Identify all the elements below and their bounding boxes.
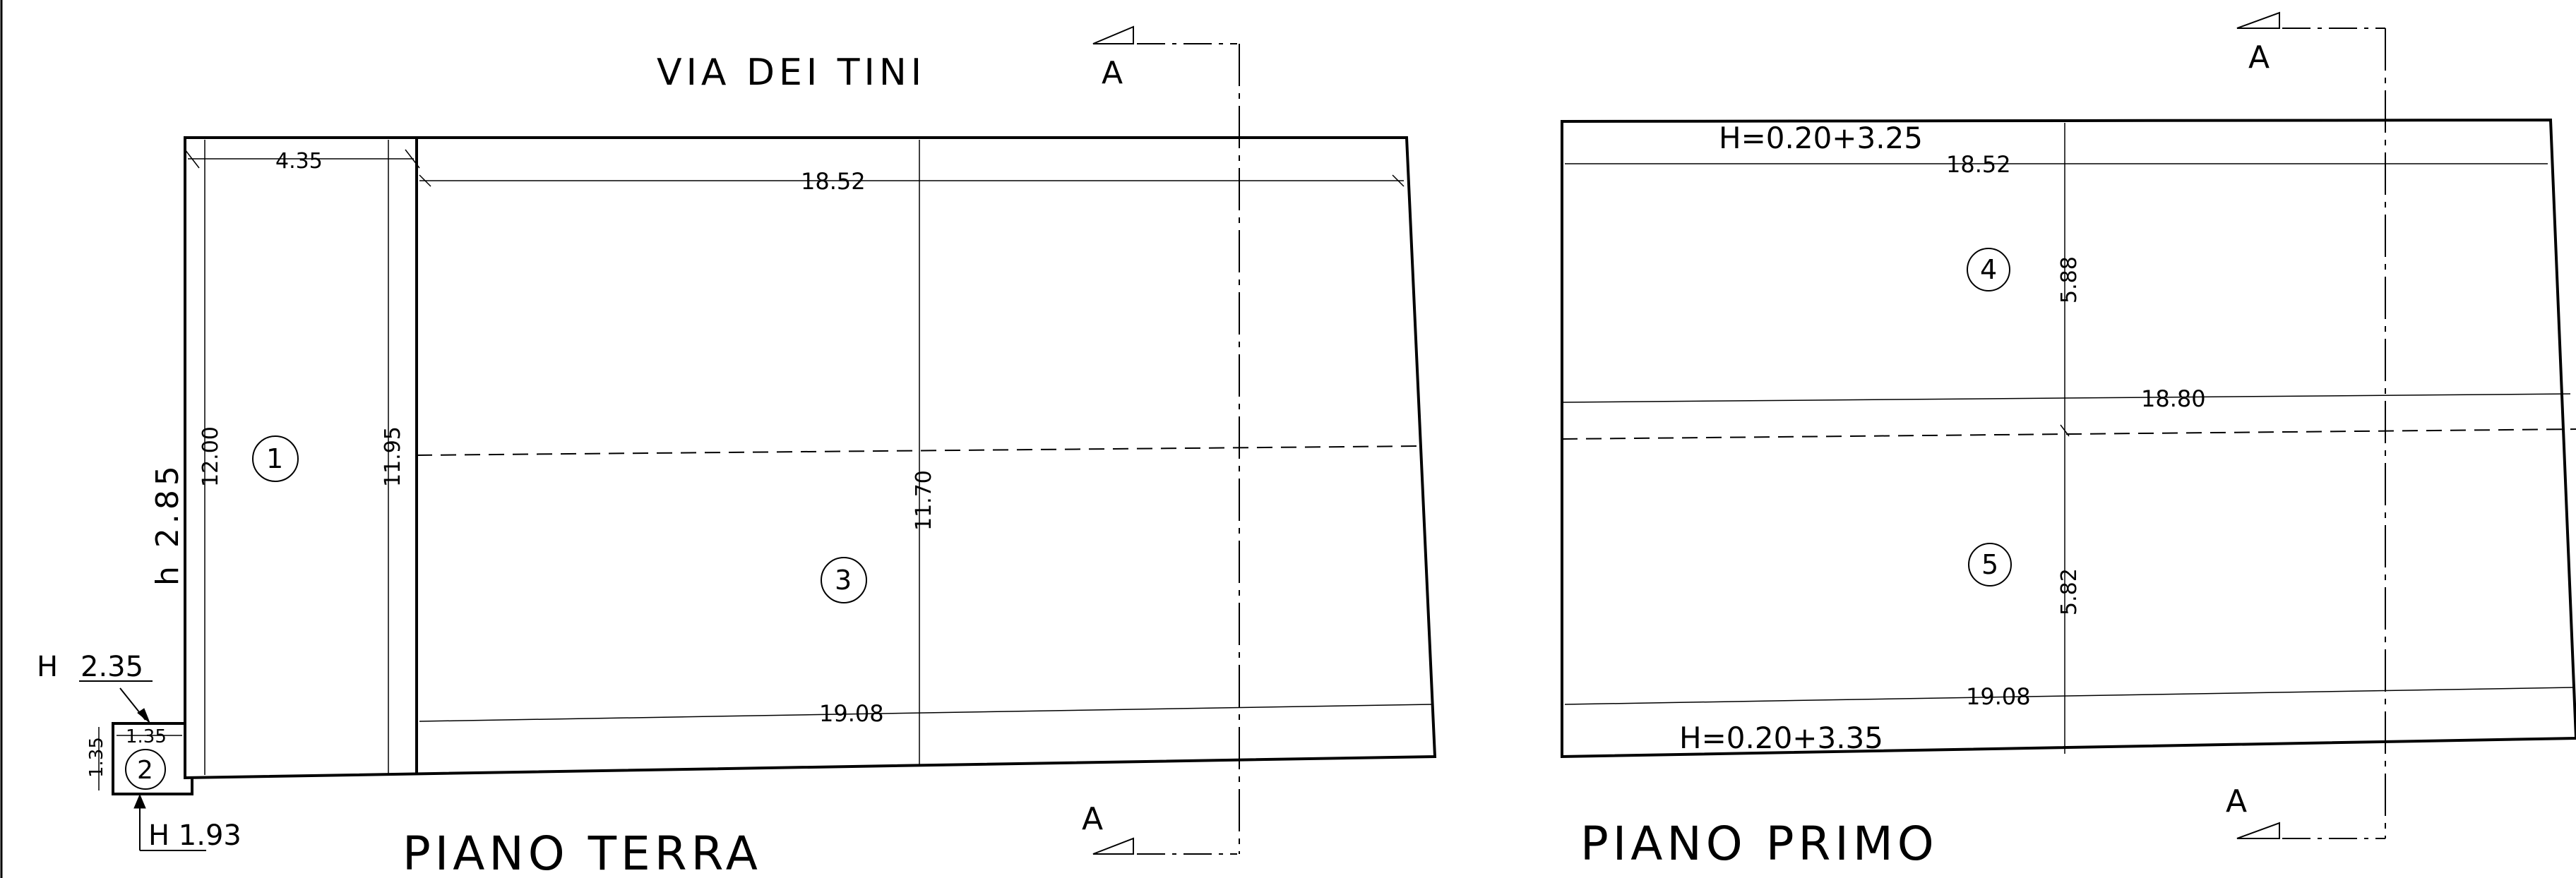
h-upper-value: 2.35 xyxy=(80,651,143,683)
dim-19-08-first: 19.08 xyxy=(1966,683,2031,710)
section-mark-a-bottom-left: A xyxy=(1082,801,1103,837)
dim-19-08-ground: 19.08 xyxy=(819,700,884,727)
small-room-dim-vertical: 1.35 xyxy=(86,737,107,778)
h-lower-label: H 1.93 xyxy=(148,819,242,852)
h-upper-letter: H xyxy=(37,651,58,683)
room-1-number: 1 xyxy=(266,443,283,474)
dim-18-52-ground: 18.52 xyxy=(801,168,866,195)
first-outline xyxy=(1561,118,2576,759)
room-2-number: 2 xyxy=(137,756,153,785)
section-mark-ground xyxy=(1092,25,1240,855)
first-h-bottom: H=0.20+3.35 xyxy=(1679,721,1883,755)
room-4-number: 4 xyxy=(1980,254,1997,285)
first-floor-title: PIANO PRIMO xyxy=(1580,817,1938,871)
first-partition xyxy=(1561,393,2571,403)
dim-11-70: 11.70 xyxy=(912,470,936,531)
section-mark-first xyxy=(2236,11,2386,839)
dim-5-88: 5.88 xyxy=(2057,256,2082,303)
section-mark-a-bottom-right: A xyxy=(2226,783,2247,819)
first-h-top: H=0.20+3.25 xyxy=(1719,121,1923,155)
small-room-dim: 1.35 xyxy=(126,726,167,747)
first-dashed-line xyxy=(1561,428,2576,440)
dim-12-00: 12.00 xyxy=(198,426,223,487)
ground-outline xyxy=(184,136,1437,780)
dim-11-95: 11.95 xyxy=(381,426,405,487)
ground-floor-plan xyxy=(79,136,1437,851)
dim-18-80: 18.80 xyxy=(2141,385,2206,412)
room-3-number: 3 xyxy=(835,565,852,596)
section-mark-a-top-left: A xyxy=(1102,55,1123,91)
first-floor-plan xyxy=(1561,118,2576,759)
street-name: VIA DEI TINI xyxy=(657,52,926,94)
dim-4-35: 4.35 xyxy=(275,149,323,174)
ground-dashed-line xyxy=(416,445,1421,456)
section-mark-a-top-right: A xyxy=(2248,40,2270,76)
room-5-number: 5 xyxy=(1981,549,1998,580)
dim-18-52-first: 18.52 xyxy=(1946,151,2011,178)
ground-floor-title: PIANO TERRA xyxy=(402,826,762,878)
height-label-h285: h 2.85 xyxy=(150,462,186,586)
dim-5-82: 5.82 xyxy=(2057,568,2082,615)
small-room-outline xyxy=(112,722,193,795)
